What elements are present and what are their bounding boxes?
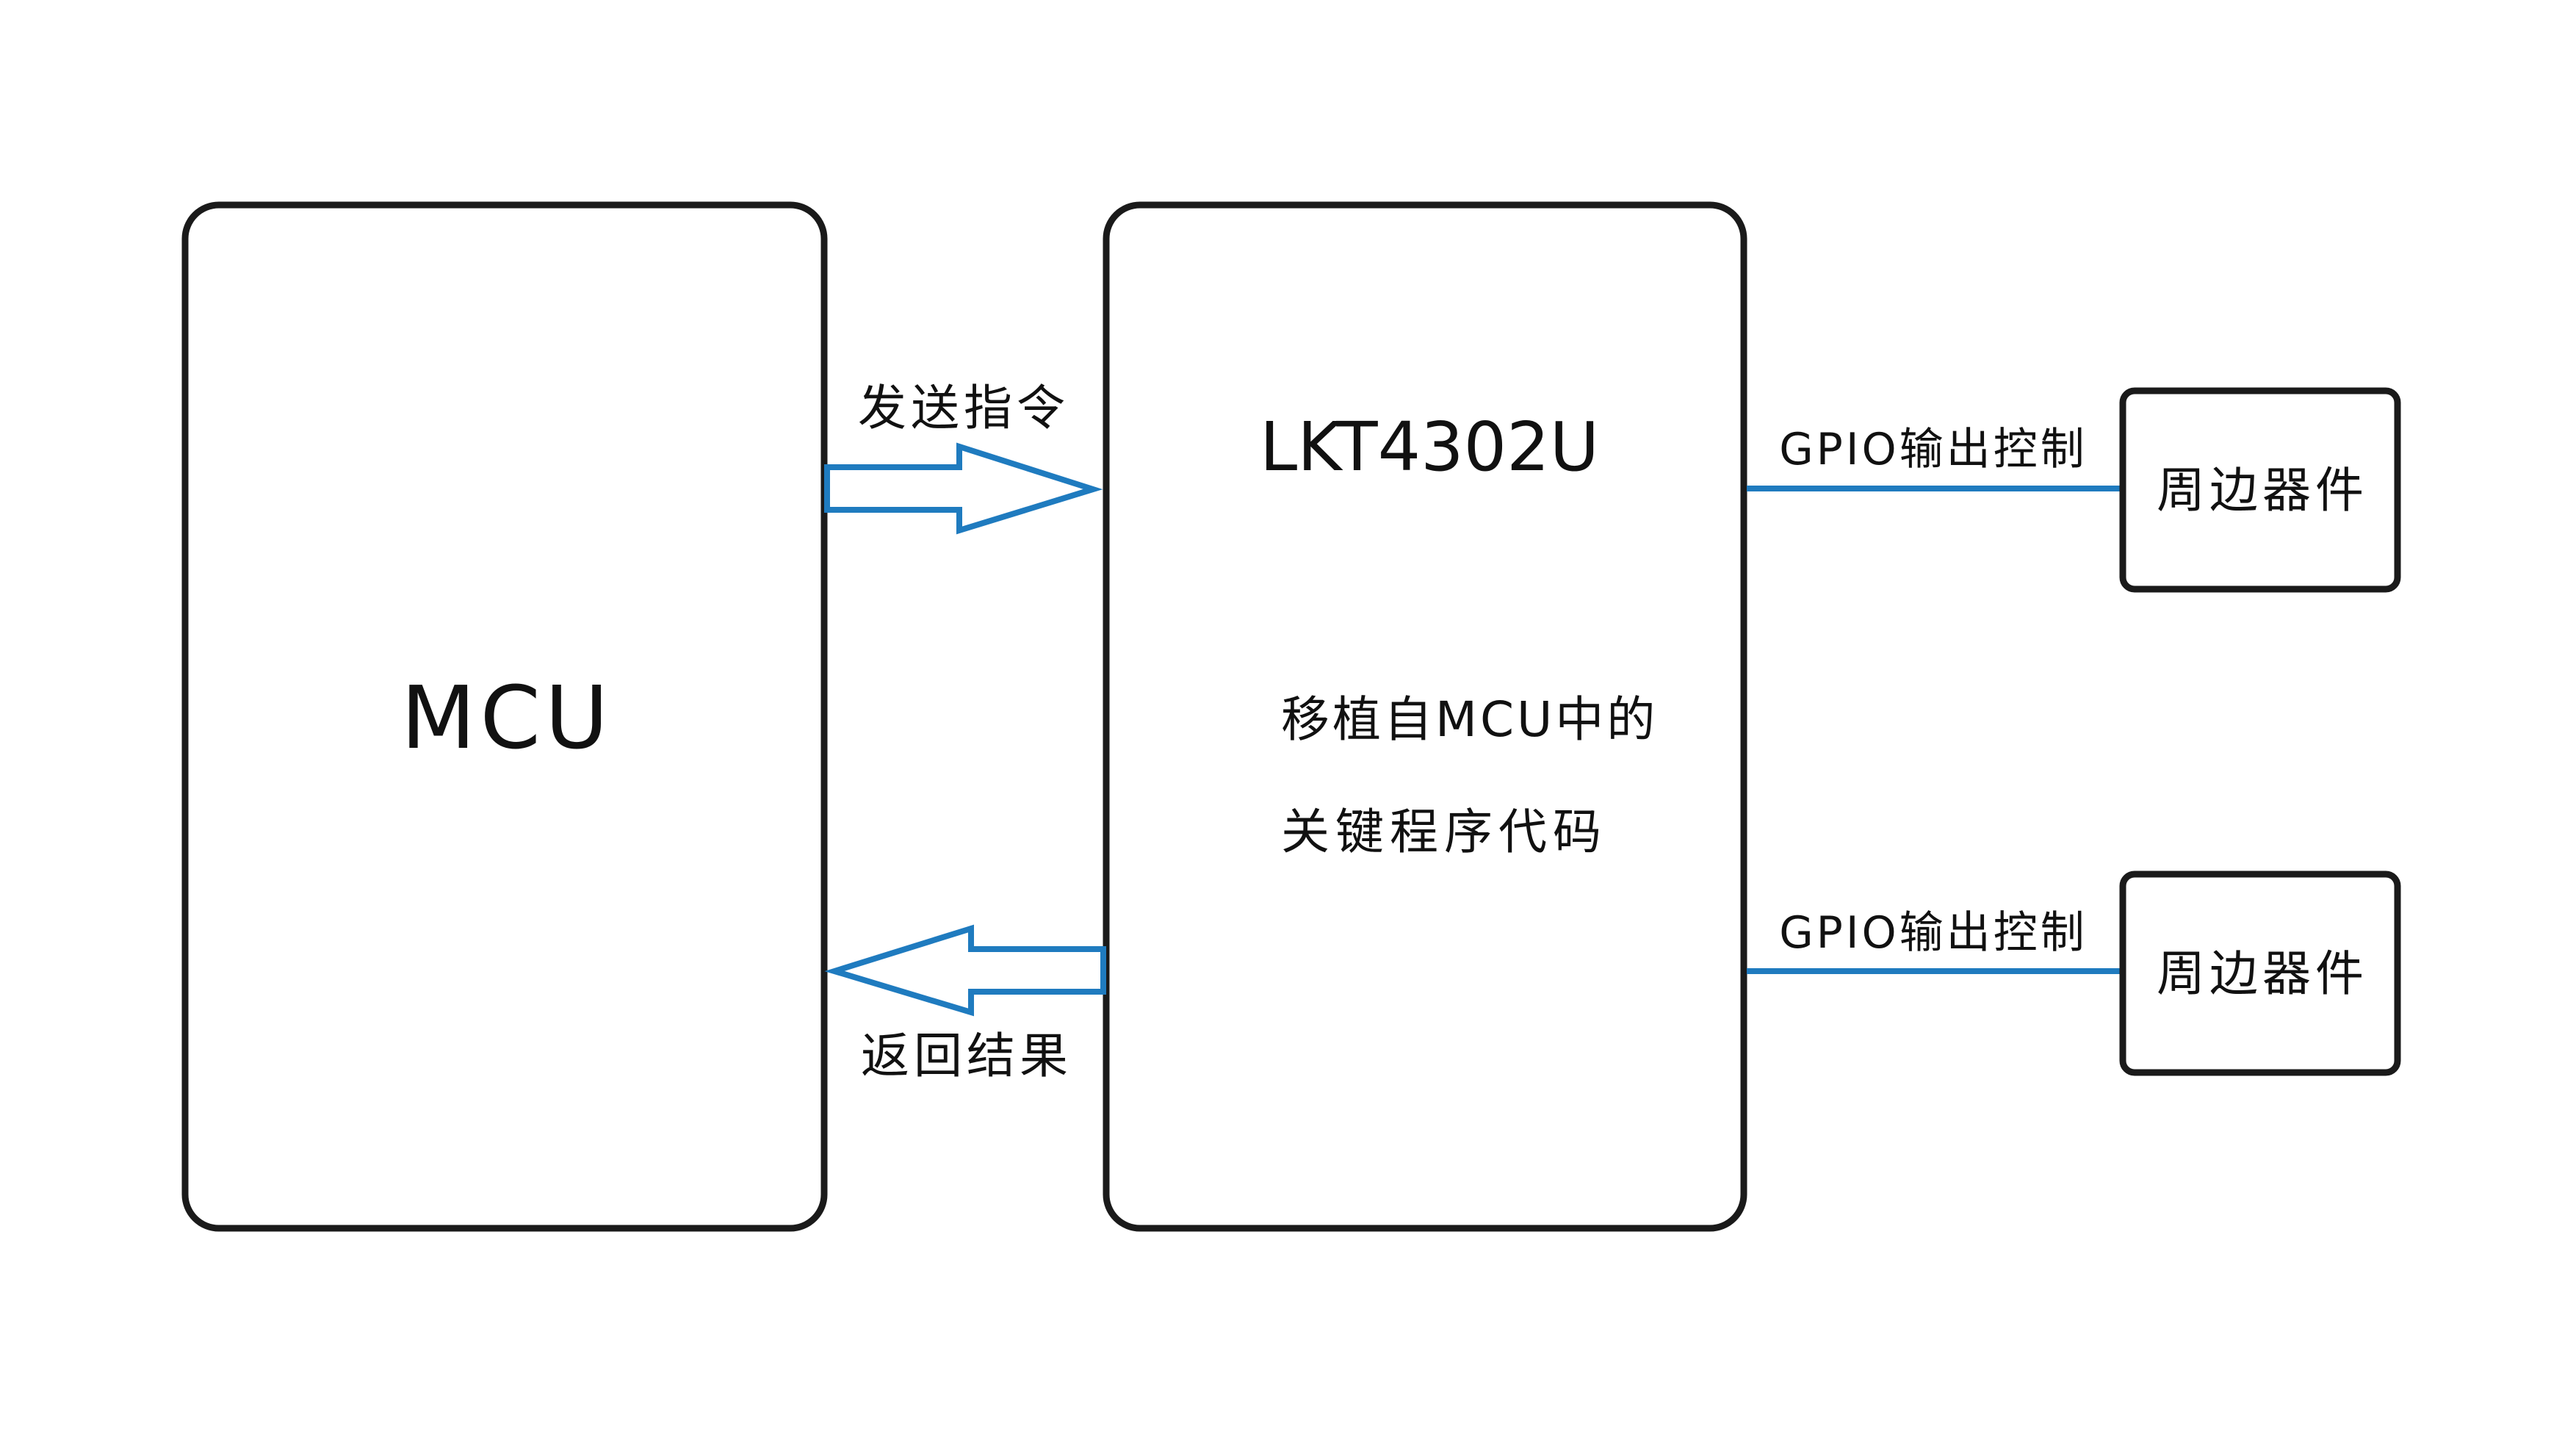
lkt-block xyxy=(1103,201,1747,1232)
peripheral-bottom-block xyxy=(2119,871,2401,1076)
peripheral-top-block xyxy=(2119,387,2401,593)
mcu-block xyxy=(181,201,828,1232)
mcu-label: MCU xyxy=(401,667,613,768)
peripheral-top-label: 周边器件 xyxy=(2157,462,2368,519)
lkt-desc-line2: 关键程序代码 xyxy=(1281,804,1607,860)
gpio-top-label: GPIO输出控制 xyxy=(1779,424,2088,475)
send-label: 发送指令 xyxy=(858,380,1069,436)
return-arrow xyxy=(824,924,1106,1017)
return-label: 返回结果 xyxy=(861,1028,1072,1084)
send-arrow xyxy=(824,442,1103,535)
gpio-bottom-label: GPIO输出控制 xyxy=(1779,907,2088,959)
lkt-title: LKT4302U xyxy=(1260,408,1599,486)
lkt-desc-line1: 移植自MCU中的 xyxy=(1281,691,1658,748)
peripheral-bottom-label: 周边器件 xyxy=(2157,945,2368,1002)
